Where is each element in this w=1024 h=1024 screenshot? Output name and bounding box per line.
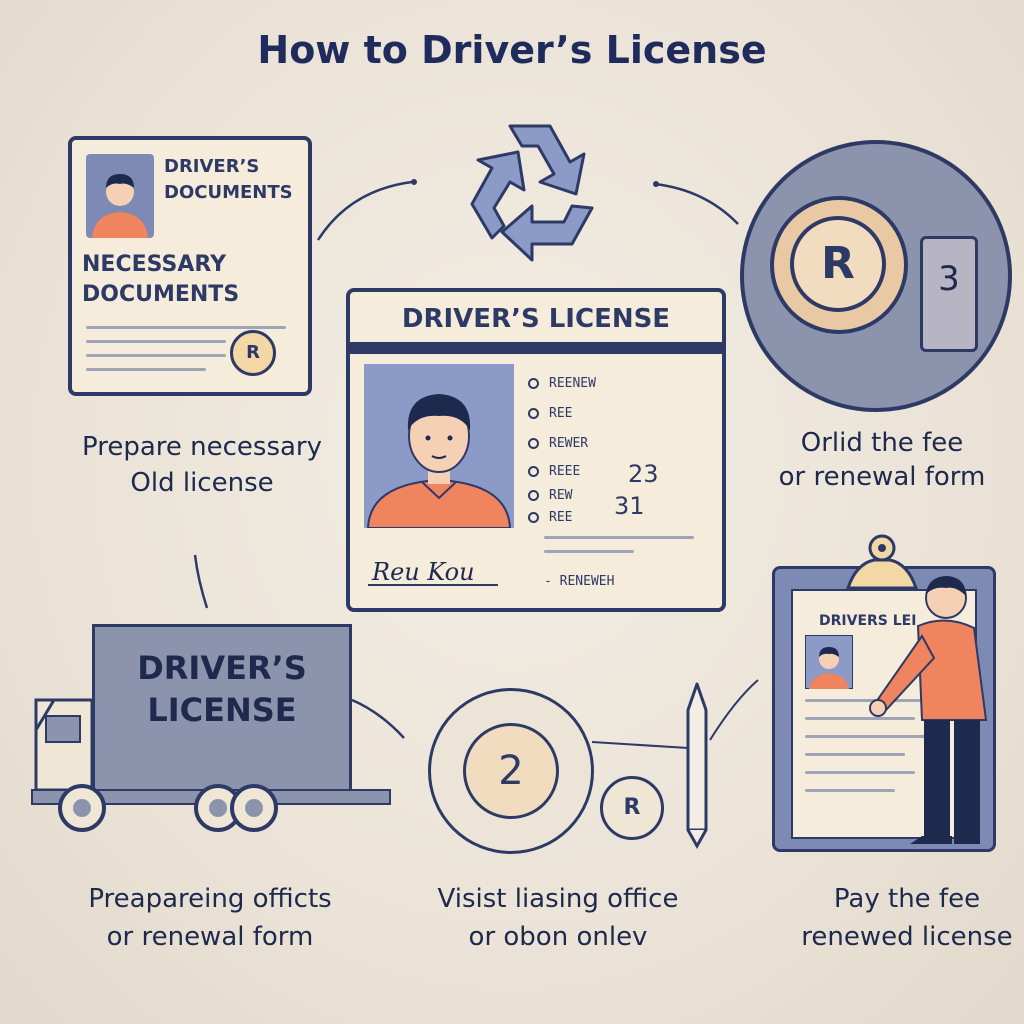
documents-subheading-2: DOCUMENTS: [82, 282, 240, 307]
caption-top-right-2: or renewal form: [778, 462, 986, 492]
documents-stamp-icon: R: [230, 330, 276, 376]
clipboard-avatar-icon: [805, 635, 853, 689]
fee-circle: R 3: [740, 140, 1012, 412]
license-item-1: REENEW: [528, 376, 596, 391]
clipboard-clip-icon: [845, 534, 919, 590]
caption-top-right-1: Orlid the fee: [800, 428, 964, 458]
license-item-4: REEE: [528, 464, 580, 479]
truck-box: DRIVER’S LICENSE: [92, 624, 352, 796]
license-heading: DRIVER’S LICENSE: [401, 304, 671, 334]
person-avatar-icon: [86, 154, 154, 238]
caption-bottom-right-2: renewed license: [801, 922, 1013, 952]
truck-label-1: DRIVER’S: [137, 649, 307, 687]
license-item-5: REW: [528, 488, 572, 503]
caption-top-left-2: Old license: [130, 468, 274, 498]
caption-bottom-right-1: Pay the fee: [833, 884, 981, 914]
caption-top-left-1: Prepare necessary: [81, 432, 323, 462]
caption-bottom-left-1: Preapareing officts: [88, 884, 332, 914]
license-card: DRIVER’S LICENSE REENEW REE REWER REEE R…: [346, 288, 726, 612]
page-title: How to Driver’s License: [257, 28, 767, 72]
caption-bottom-left-2: or renewal form: [106, 922, 314, 952]
documents-subheading-1: NECESSARY: [82, 252, 227, 277]
caption-bottom-mid-2: or obon onlev: [468, 922, 648, 952]
documents-card: DRIVER’S DOCUMENTS NECESSARY DOCUMENTS R: [68, 136, 312, 396]
truck-icon: [31, 698, 391, 832]
person-icon: [869, 576, 988, 844]
coin-icon: R: [600, 776, 664, 840]
caption-bottom-mid-1: Visist liasing office: [437, 884, 679, 914]
fee-coin-icon: R: [790, 216, 886, 312]
fee-card-icon: 3: [920, 236, 978, 352]
license-item-6: REE: [528, 510, 572, 525]
license-item-2: REE: [528, 406, 572, 421]
license-footer: - RENEWEH: [544, 574, 615, 589]
truck-label-2: LICENSE: [147, 691, 297, 729]
license-photo-icon: [364, 364, 514, 528]
documents-heading: DRIVER’S DOCUMENTS: [164, 156, 293, 203]
step-circle: 2: [428, 688, 594, 854]
license-number-1: 23: [628, 460, 659, 488]
license-number-2: 31: [614, 492, 645, 520]
license-item-3: REWER: [528, 436, 588, 451]
pen-icon: [686, 682, 708, 850]
clipboard-heading: DRIVERS LEI: [819, 613, 917, 629]
recycle-icon: [470, 124, 594, 262]
license-signature: Reu Kou: [372, 558, 475, 586]
step-number-icon: 2: [463, 723, 559, 819]
